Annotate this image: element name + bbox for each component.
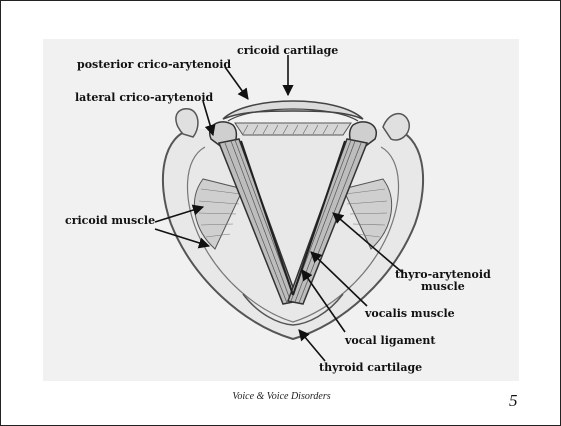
larynx-figure: cricoid cartilage posterior crico-aryten… [43, 39, 519, 381]
label-vocal-ligament: vocal ligament [345, 335, 435, 347]
label-thyro-arytenoid-muscle: thyro-arytenoid muscle [395, 269, 491, 293]
cricoid-cartilage-shape [223, 101, 363, 119]
label-lateral-crico-arytenoid: lateral crico-arytenoid [75, 92, 213, 104]
footer-title: Voice & Voice Disorders [1, 391, 561, 402]
label-cricoid-muscle: cricoid muscle [65, 215, 155, 227]
label-thyroid-cartilage: thyroid cartilage [319, 362, 422, 374]
label-cricoid-cartilage: cricoid cartilage [237, 45, 338, 57]
label-posterior-crico-arytenoid: posterior crico-arytenoid [77, 59, 231, 71]
label-vocalis-muscle: vocalis muscle [365, 308, 455, 320]
page-number: 5 [509, 391, 518, 411]
